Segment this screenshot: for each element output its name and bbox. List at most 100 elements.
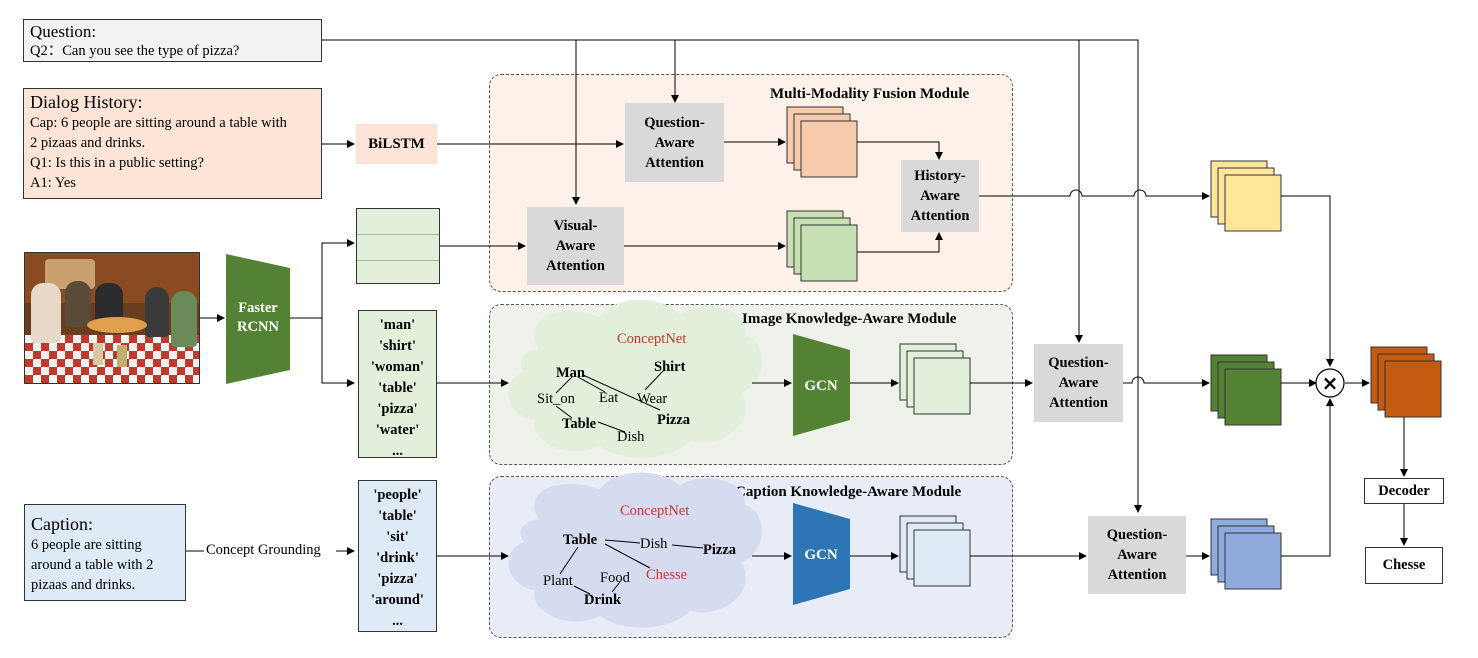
question-aware-attention-fusion: Question- Aware Attention <box>625 103 724 182</box>
image-module-title: Image Knowledge-Aware Module <box>742 311 957 327</box>
qa-label-2: Aware <box>654 134 695 151</box>
question-aware-attention-image: Question- Aware Attention <box>1034 344 1123 422</box>
faster-rcnn-shape <box>226 254 290 384</box>
image-node-man: Man <box>556 365 585 381</box>
decoder-label: Decoder <box>1378 482 1430 499</box>
caption-node-dish: Dish <box>640 536 668 552</box>
gcn-caption-label: GCN <box>804 547 838 563</box>
dialog-history-line: Cap: 6 people are sitting around a table… <box>30 115 287 131</box>
answer-label: Chesse <box>1382 557 1426 573</box>
faster-rcnn-label-2: RCNN <box>237 319 279 335</box>
feature-stack-image-output <box>1210 354 1282 426</box>
image-node-table: Table <box>562 416 597 432</box>
feature-stack-question-attn <box>786 106 858 178</box>
caption-word: ... <box>392 613 403 629</box>
image-word: 'table' <box>378 380 417 396</box>
question-aware-attention-caption: Question- Aware Attention <box>1088 516 1186 594</box>
ha-label-3: Attention <box>910 208 970 224</box>
bilstm-block: BiLSTM <box>356 124 437 164</box>
caption-title: Caption: <box>31 514 93 534</box>
question-title: Question: <box>30 22 97 41</box>
image-node-pizza: Pizza <box>657 412 691 428</box>
feature-stack-visual-attn <box>786 210 858 282</box>
gcn-image-label: GCN <box>804 378 838 394</box>
caption-line: 6 people are sitting <box>31 537 142 553</box>
caption-node-drink: Drink <box>584 592 622 608</box>
caption-word: 'drink' <box>376 550 419 566</box>
image-word: 'man' <box>379 317 416 333</box>
concept-grounding-label: Concept Grounding <box>206 542 321 558</box>
image-word: ... <box>392 443 403 459</box>
feature-stack-caption-output <box>1210 518 1282 590</box>
caption-line: pizaas and drinks. <box>31 577 136 593</box>
dialog-history-line: 2 pizaas and drinks. <box>30 135 146 151</box>
caption-graph-edges <box>559 539 704 595</box>
caption-node-chesse: Chesse <box>646 567 687 583</box>
dialog-history-box: Dialog History: Cap: 6 people are sittin… <box>23 88 322 199</box>
bilstm-label: BiLSTM <box>368 135 425 152</box>
feature-stack-caption-gcn <box>899 515 971 587</box>
qai-label-2: Aware <box>1058 375 1099 391</box>
image-word: 'shirt' <box>378 338 417 354</box>
history-aware-attention: History- Aware Attention <box>901 160 979 232</box>
dialog-history-title: Dialog History: <box>30 92 143 112</box>
image-node-wear: Wear <box>637 391 667 407</box>
qa-label-1: Question- <box>644 114 705 131</box>
fuse-multiply-icon <box>1315 368 1345 398</box>
faster-rcnn-label-1: Faster <box>238 300 278 316</box>
feature-stack-fused <box>1370 346 1442 418</box>
image-word: 'woman' <box>370 359 425 375</box>
image-node-dish: Dish <box>617 429 645 445</box>
caption-word: 'around' <box>371 592 424 608</box>
image-node-shirt: Shirt <box>654 359 686 375</box>
caption-word: 'people' <box>373 487 422 503</box>
conceptnet-cloud-image <box>508 299 762 458</box>
caption-box: Caption: 6 people are sitting around a t… <box>24 504 186 601</box>
gcn-caption-shape <box>793 503 850 605</box>
va-label-3: Attention <box>546 258 605 274</box>
image-conceptnet-label: ConceptNet <box>617 331 686 347</box>
qac-label-2: Aware <box>1117 547 1157 563</box>
image-concepts-list: 'man' 'shirt' 'woman' 'table' 'pizza' 'w… <box>358 310 437 459</box>
dialog-history-line: Q1: Is this in a public setting? <box>30 155 204 171</box>
dinner-photo <box>24 252 200 384</box>
qai-label-3: Attention <box>1049 395 1108 411</box>
caption-module-title: Caption Knowledge-Aware Module <box>735 484 962 500</box>
caption-concepts-list: 'people' 'table' 'sit' 'drink' 'pizza' '… <box>358 480 437 632</box>
feature-stack-history-output <box>1210 160 1282 232</box>
question-box: Question: Q2：Can you see the type of piz… <box>23 19 322 62</box>
caption-node-plant: Plant <box>543 573 573 589</box>
image-graph-edges <box>555 369 665 433</box>
image-word: 'water' <box>375 422 420 438</box>
caption-node-table: Table <box>563 532 598 548</box>
qac-label-1: Question- <box>1106 527 1168 543</box>
fusion-module-title: Multi-Modality Fusion Module <box>770 86 970 102</box>
conceptnet-cloud-caption <box>508 472 762 628</box>
gcn-image-shape <box>793 334 850 436</box>
ha-label-2: Aware <box>920 188 960 204</box>
dialog-history-line: A1: Yes <box>30 175 76 191</box>
image-word: 'pizza' <box>377 401 418 417</box>
image-node-sit-on: Sit_on <box>537 391 576 407</box>
ha-label-1: History- <box>914 168 966 184</box>
fuse-symbol: × <box>1322 371 1339 395</box>
visual-aware-attention: Visual- Aware Attention <box>527 207 624 285</box>
connectors <box>186 39 1408 560</box>
caption-word: 'table' <box>378 508 417 524</box>
caption-line: around a table with 2 <box>31 557 154 573</box>
caption-word: 'sit' <box>386 529 409 545</box>
caption-node-pizza: Pizza <box>703 542 737 558</box>
va-label-1: Visual- <box>553 218 598 234</box>
caption-node-food: Food <box>600 570 631 586</box>
answer-output: Chesse <box>1365 547 1443 584</box>
va-label-2: Aware <box>555 238 596 254</box>
qac-label-3: Attention <box>1107 567 1167 583</box>
caption-conceptnet-label: ConceptNet <box>620 503 689 519</box>
feature-stack-image-gcn <box>899 343 971 415</box>
question-text: Q2：Can you see the type of pizza? <box>30 43 240 59</box>
decoder-block: Decoder <box>1364 478 1444 504</box>
qai-label-1: Question- <box>1048 355 1109 371</box>
qa-label-3: Attention <box>645 154 704 171</box>
image-node-eat: Eat <box>599 390 618 406</box>
